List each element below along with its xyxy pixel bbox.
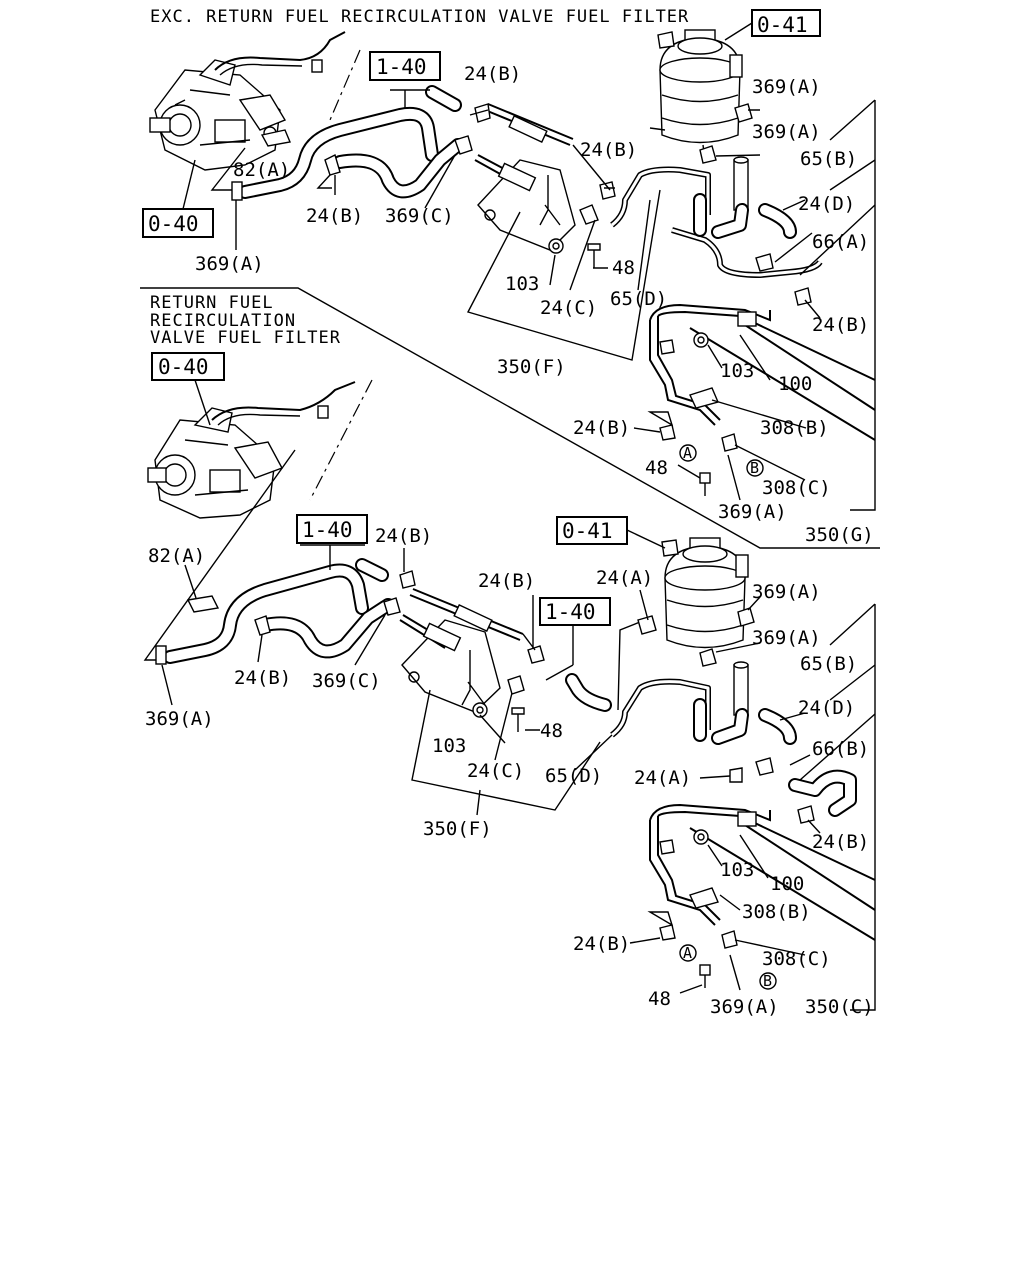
ref-box-0-41: 0-41 [751,9,821,37]
marker-b: B [763,972,772,990]
label-369a: 369(A) [145,708,214,730]
label-24b: 24(B) [478,570,535,592]
hose-group-1-40 [155,544,395,665]
label-308b: 308(B) [742,901,811,923]
label-103: 103 [720,859,754,881]
label-369a: 369(A) [718,501,787,523]
label-24b: 24(B) [580,139,637,161]
label-24b: 24(B) [812,314,869,336]
bracket-assembly [399,588,525,732]
bottom-section-title-line-3: VALVE FUEL FILTER [150,328,341,348]
bracket-assembly [474,103,601,268]
marker-a: A [683,944,692,962]
clamp-24b [324,153,341,176]
svg-text:0-40: 0-40 [148,212,199,236]
label-24c: 24(C) [540,297,597,319]
clip-82a [260,129,291,147]
label-350c: 350(C) [805,996,874,1018]
label-24b: 24(B) [573,933,630,955]
label-308b: 308(B) [760,417,829,439]
marker-a: A [683,444,692,462]
clip-82a [186,595,220,613]
label-24b: 24(B) [375,525,432,547]
svg-text:0-40: 0-40 [158,355,209,379]
label-369c: 369(C) [312,670,381,692]
label-24b: 24(B) [464,63,521,85]
label-65b: 65(B) [800,148,857,170]
label-369c: 369(C) [385,205,454,227]
fuel-filter-illustration [649,29,749,211]
return-line-bundle [649,303,876,496]
svg-text:1-40: 1-40 [545,600,596,624]
label-369a: 369(A) [752,76,821,98]
label-369a: 369(A) [195,253,264,275]
section-divider-line [140,287,880,549]
label-308c: 308(C) [762,477,831,499]
label-103: 103 [720,360,754,382]
label-369a: 369(A) [752,121,821,143]
label-350g: 350(G) [805,524,874,546]
label-48: 48 [540,720,563,742]
label-100: 100 [770,873,804,895]
label-24b: 24(B) [573,417,630,439]
center-line [309,379,373,501]
svg-text:0-41: 0-41 [757,13,808,37]
label-24d: 24(D) [798,193,855,215]
label-369a: 369(A) [752,581,821,603]
label-82a: 82(A) [233,159,290,181]
label-24b: 24(B) [234,667,291,689]
label-48: 48 [645,457,668,479]
fuel-pump-illustration [149,31,346,171]
ref-box-0-40: 0-40 [142,208,214,238]
label-308c: 308(C) [762,948,831,970]
svg-text:1-40: 1-40 [302,518,353,542]
label-24d: 24(D) [798,697,855,719]
ref-box-1-40: 1-40 [296,514,368,544]
svg-text:1-40: 1-40 [376,55,427,79]
center-line [329,49,361,121]
fuel-pump-illustration [147,381,356,519]
top-section-title: EXC. RETURN FUEL RECIRCULATION VALVE FUE… [150,7,689,27]
fuel-filter-illustration [617,537,749,716]
top-diagram: A B 0-41 0-40 1-40 24(B) 369(A) 369(A) [142,9,876,546]
label-103: 103 [505,273,539,295]
ref-box-1-40-secondary: 1-40 [539,597,611,626]
label-24a: 24(A) [596,567,653,589]
label-65d: 65(D) [545,765,602,787]
label-369a: 369(A) [752,627,821,649]
ref-box-1-40: 1-40 [369,51,441,81]
svg-text:0-41: 0-41 [562,519,613,543]
bottom-section-title-line-1: RETURN FUEL [150,293,274,313]
label-48: 48 [648,988,671,1010]
label-24b: 24(B) [812,831,869,853]
label-369a: 369(A) [710,996,779,1018]
label-48: 48 [612,257,635,279]
label-350f: 350(F) [423,818,492,840]
label-24b: 24(B) [306,205,363,227]
label-66b: 66(B) [812,738,869,760]
label-66a: 66(A) [812,231,869,253]
label-65b: 65(B) [800,653,857,675]
label-24a: 24(A) [634,767,691,789]
label-82a: 82(A) [148,545,205,567]
bottom-diagram: A B 0-40 1-40 0-41 1-40 24 [143,352,876,1018]
label-350f: 350(F) [497,356,566,378]
return-line-bundle [649,803,876,988]
label-24c: 24(C) [467,760,524,782]
ref-box-0-40: 0-40 [151,352,225,381]
label-100: 100 [778,373,812,395]
label-65d: 65(D) [610,288,667,310]
hose-group-1-40 [231,85,465,201]
marker-b: B [750,459,759,477]
label-103: 103 [432,735,466,757]
bottom-section-title-line-2: RECIRCULATION [150,311,296,331]
ref-box-0-41: 0-41 [556,516,628,545]
